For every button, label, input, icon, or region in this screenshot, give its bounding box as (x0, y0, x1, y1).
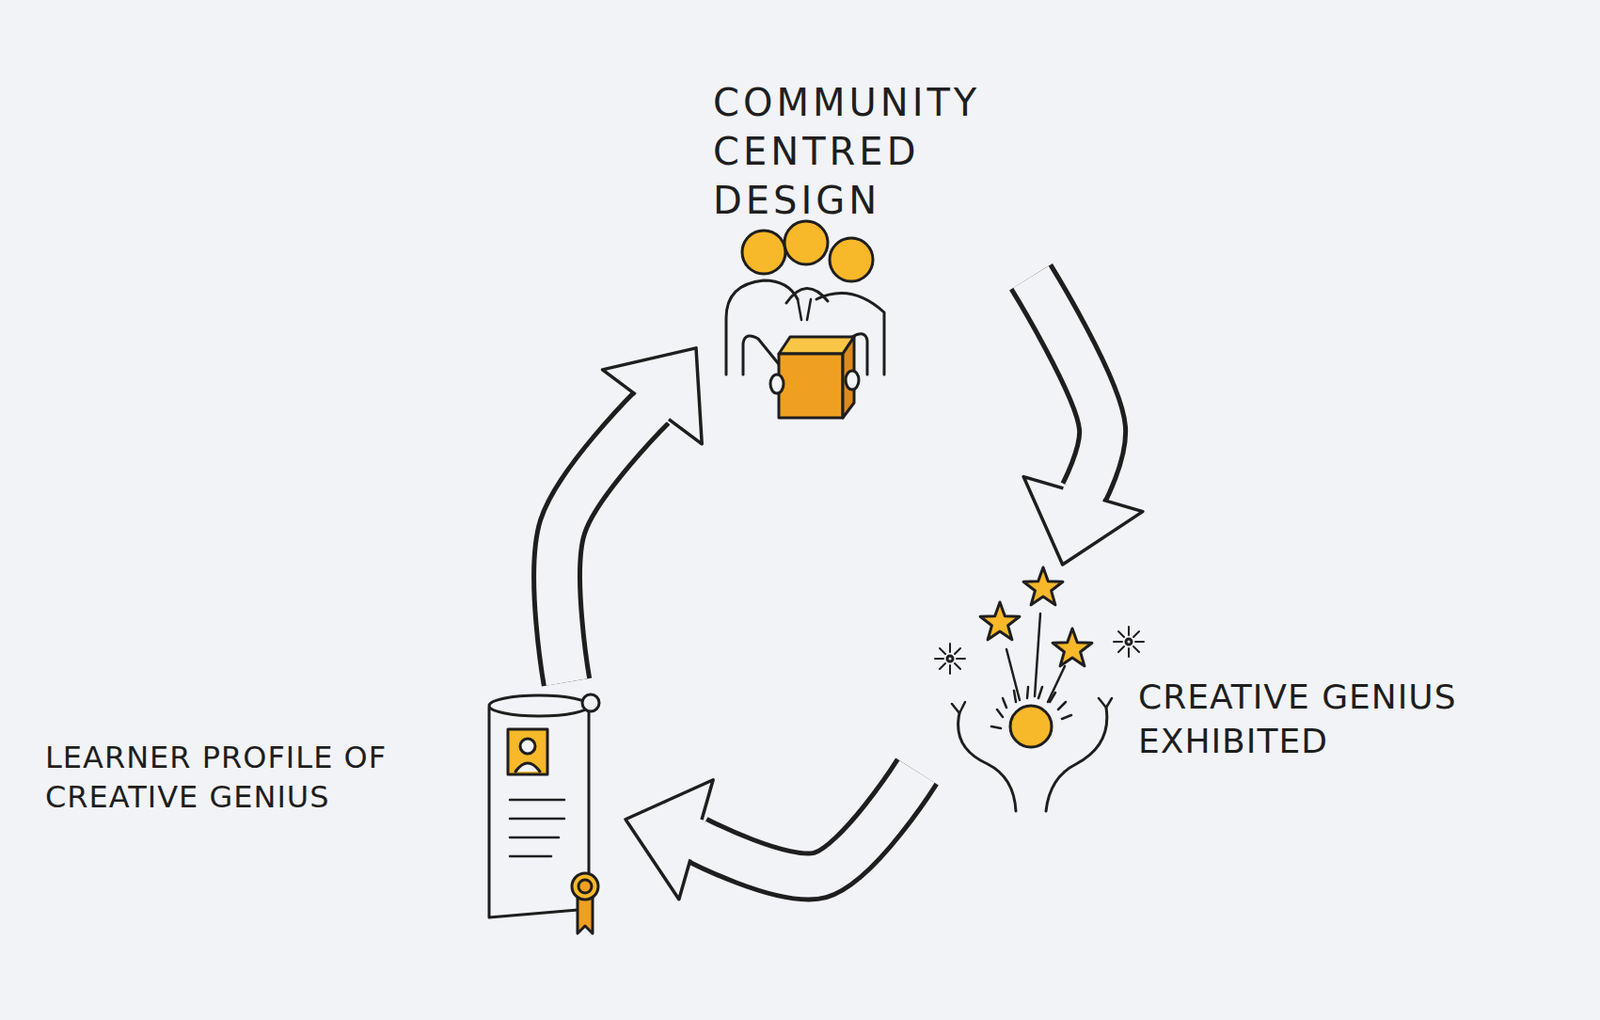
arrow-band-outline (696, 771, 918, 877)
community-icon (726, 221, 885, 418)
genius-icon (934, 567, 1144, 811)
arrow-band-outline (556, 406, 652, 682)
arrow-band-fill (1030, 276, 1103, 494)
arrow-head (601, 348, 702, 444)
stage-label: LEARNER PROFILE OF CREATIVE GENIUS (45, 738, 478, 817)
cycle-arrow (1023, 276, 1143, 565)
scroll-icon (489, 694, 600, 934)
arrow-band-fill (556, 406, 652, 682)
stage-label: CREATIVE GENIUS EXHIBITED (1138, 675, 1571, 764)
cycle-arrow (556, 348, 702, 682)
arrow-band-outline (1030, 276, 1103, 494)
cycle-stage: CREATIVE GENIUS EXHIBITED (917, 564, 1579, 824)
arrow-head (1023, 476, 1143, 565)
cycle-stage: COMMUNITY CENTRED DESIGN (696, 70, 1031, 427)
stage-label: COMMUNITY CENTRED DESIGN (712, 78, 1024, 225)
arrow-head (625, 779, 713, 900)
arrow-joint (691, 838, 700, 840)
arrow-joint (649, 402, 655, 410)
arrow-joint (1081, 490, 1085, 499)
cycle-arrow (625, 771, 918, 900)
cycle-stage: LEARNER PROFILE OF CREATIVE GENIUS (37, 681, 626, 932)
arrow-band-fill (696, 771, 918, 877)
